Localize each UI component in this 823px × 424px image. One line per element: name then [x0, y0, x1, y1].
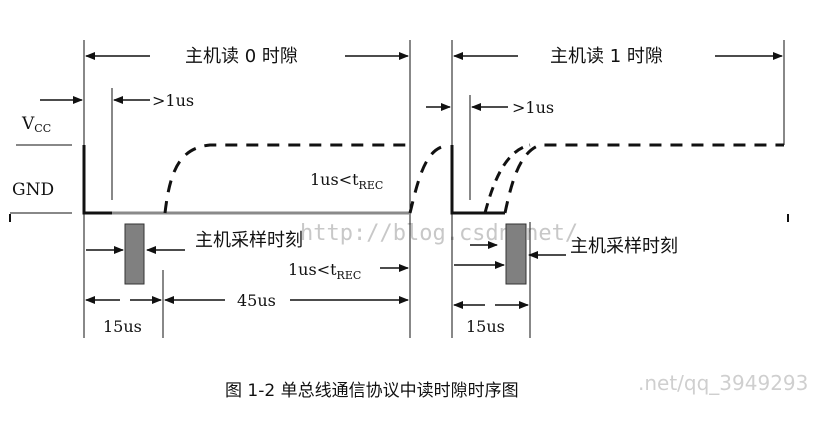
slot1-dur15: 15us — [466, 317, 505, 336]
gnd-label: GND — [12, 180, 54, 200]
slot0-gt1us: >1us — [152, 91, 194, 110]
slot0-sample-label: 主机采样时刻 — [195, 230, 303, 251]
figure-caption: 图 1-2 单总线通信协议中读时隙时序图 — [225, 381, 519, 401]
vcc-label: VCC — [21, 114, 51, 135]
slot0-sample-box — [124, 223, 145, 285]
slot0-title: 主机读 0 时隙 — [185, 46, 298, 67]
watermark-blog: http://blog.csdn.net/ — [300, 221, 578, 246]
slot0-recovery-dashed — [408, 144, 446, 214]
slot1-rise-dashed-b — [503, 143, 784, 214]
slot0-trec2-label: 1us<tREC — [288, 260, 361, 282]
slot0-dur45: 45us — [237, 291, 276, 310]
slot0-dur15: 15us — [103, 317, 142, 336]
slot1-sample-box — [505, 223, 527, 285]
slot1-title: 主机读 1 时隙 — [550, 46, 663, 67]
slot1-sample-label: 主机采样时刻 — [570, 236, 678, 257]
slot1-host-low-pulse — [450, 145, 485, 215]
watermark-user: .net/qq_3949293 — [638, 371, 808, 395]
slot0-host-low-pulse — [82, 145, 112, 215]
slot1-gt1us: >1us — [512, 98, 554, 117]
slot0-trec-label: 1us<tREC — [310, 170, 383, 192]
slot0-release-dashed — [163, 143, 410, 214]
